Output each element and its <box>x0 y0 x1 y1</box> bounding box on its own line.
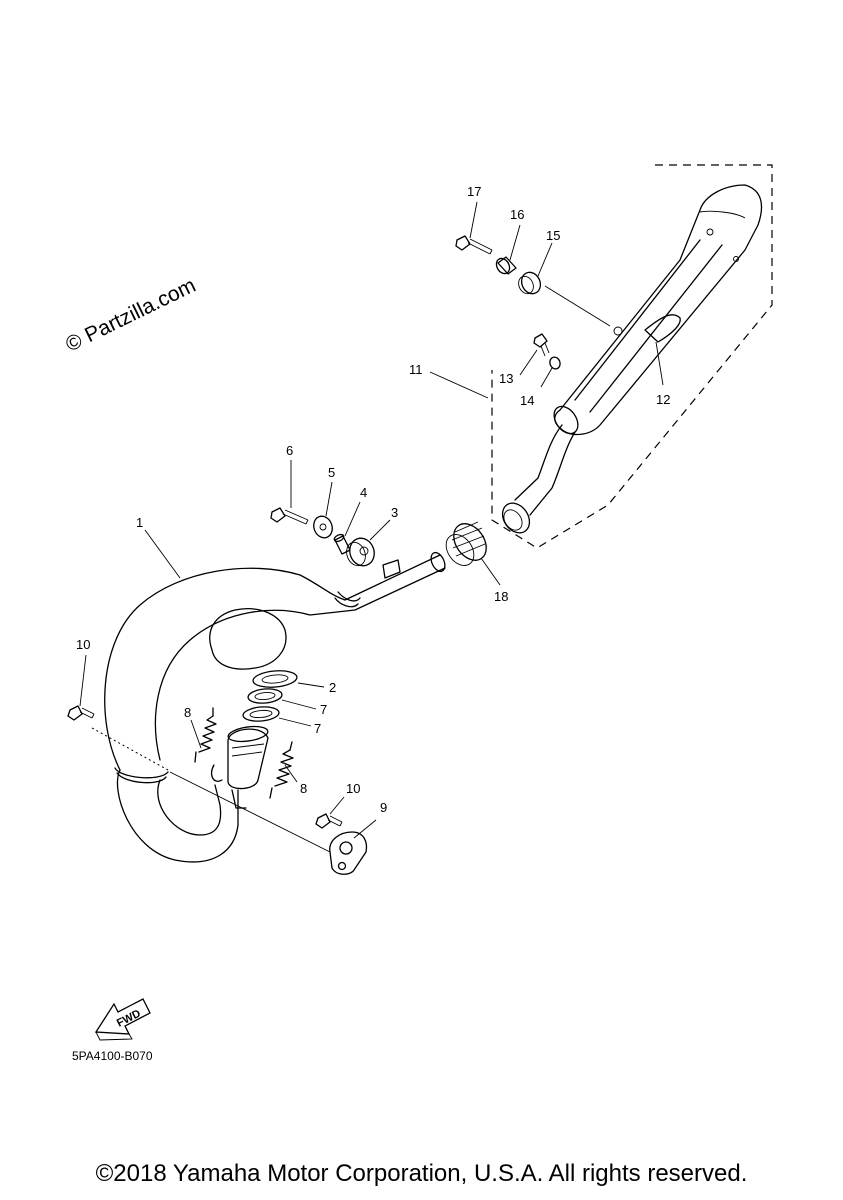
callout-7-upper: 7 <box>320 702 327 717</box>
callout-15: 15 <box>546 228 560 243</box>
callout-10-right: 10 <box>346 781 360 796</box>
bolt-small[interactable] <box>533 333 550 357</box>
silencer-assembly-boundary <box>491 164 773 549</box>
bolt-alignment-line-right <box>169 771 331 853</box>
callout-14: 14 <box>520 393 534 408</box>
o-ring-upper[interactable] <box>247 688 283 705</box>
gasket[interactable] <box>252 669 298 689</box>
o-ring-lower[interactable] <box>242 705 280 722</box>
bolt-upper[interactable] <box>270 507 309 525</box>
callout-10-left: 10 <box>76 637 90 652</box>
spring-right[interactable] <box>269 741 294 799</box>
collar[interactable] <box>333 533 351 555</box>
fwd-arrow-icon: FWD <box>94 998 151 1041</box>
copyright-notice: ©2018 Yamaha Motor Corporation, U.S.A. A… <box>95 1160 748 1187</box>
callout-3: 3 <box>391 505 398 520</box>
mounting-bracket[interactable] <box>329 831 368 875</box>
exhaust-flange-collar[interactable] <box>210 724 269 809</box>
spring-left[interactable] <box>194 707 217 763</box>
callout-11: 11 <box>409 362 423 377</box>
muffler-joint[interactable] <box>440 518 493 571</box>
leader-lines <box>79 201 664 839</box>
bolt-left[interactable] <box>67 705 95 721</box>
callout-8-right: 8 <box>300 781 307 796</box>
exhaust-pipe[interactable] <box>104 550 448 863</box>
callout-16: 16 <box>510 207 524 222</box>
callout-12: 12 <box>656 392 670 407</box>
callout-9: 9 <box>380 800 387 815</box>
bolt-alignment-line-left <box>91 727 169 771</box>
callout-1: 1 <box>136 515 143 530</box>
damper-silencer[interactable] <box>516 269 544 297</box>
watermark: © Partzilla.com <box>62 274 199 357</box>
silencer[interactable] <box>497 184 763 538</box>
callout-labels: 1 2 7 7 3 4 5 6 8 8 9 10 10 11 12 13 14 … <box>76 184 670 815</box>
collar-silencer[interactable] <box>494 256 517 276</box>
callout-17: 17 <box>467 184 481 199</box>
callout-6: 6 <box>286 443 293 458</box>
washer[interactable] <box>311 514 335 541</box>
callout-7-lower: 7 <box>314 721 321 736</box>
callout-2: 2 <box>329 680 336 695</box>
damper[interactable] <box>343 535 378 570</box>
diagram-code: 5PA4100-B070 <box>72 1049 153 1063</box>
callout-4: 4 <box>360 485 367 500</box>
callout-8-left: 8 <box>184 705 191 720</box>
callout-13: 13 <box>499 371 513 386</box>
bolt-silencer[interactable] <box>455 235 493 255</box>
callout-5: 5 <box>328 465 335 480</box>
washer-small[interactable] <box>548 356 562 371</box>
silencer-fastener-line <box>544 285 611 327</box>
callout-18: 18 <box>494 589 508 604</box>
bolt-right[interactable] <box>315 813 343 829</box>
